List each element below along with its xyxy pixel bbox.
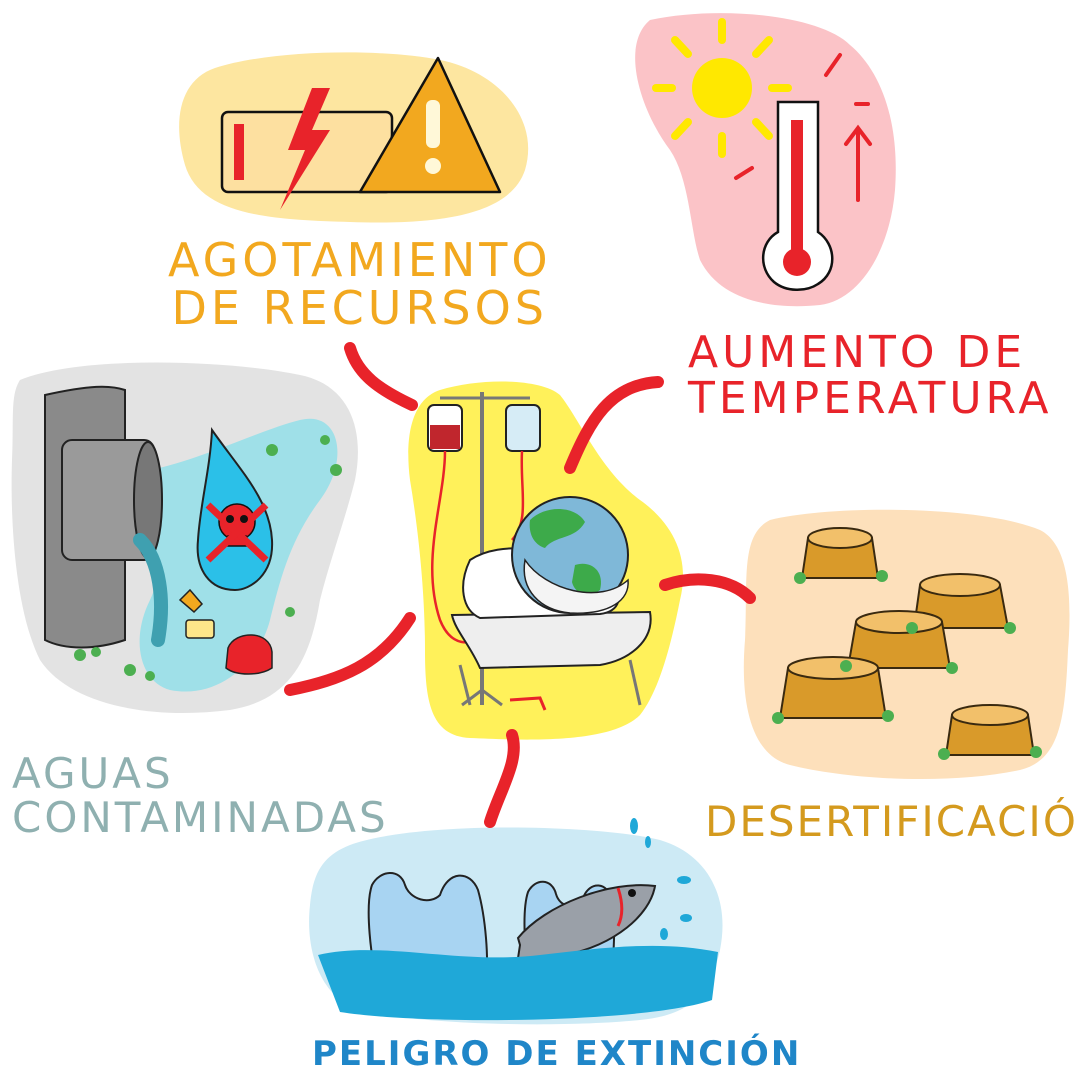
connector-aguas <box>284 612 416 696</box>
polluted-water-pipe-icon <box>44 385 342 692</box>
connector-desert <box>659 573 756 604</box>
label-line: AGOTAMIENTO <box>168 233 552 287</box>
tree-stumps-icon <box>772 527 1042 760</box>
fish-plastic-bags-icon <box>318 818 718 1021</box>
connector-agotamiento <box>344 342 418 411</box>
label-peligro-de-extincion: PELIGRO DE EXTINCIÓN <box>312 1034 802 1074</box>
connector-aumento <box>564 376 664 474</box>
label-line: AGUAS <box>12 749 174 798</box>
label-line: PELIGRO DE EXTINCIÓN <box>312 1034 802 1074</box>
label-desertificacion: DESERTIFICACIÓN <box>705 797 1075 846</box>
label-line: CONTAMINADAS <box>12 793 389 843</box>
connector-peligro <box>484 729 520 828</box>
label-line: AUMENTO DE <box>688 327 1027 378</box>
label-line: TEMPERATURA <box>688 373 1053 425</box>
connectors <box>284 342 756 828</box>
sick-earth-in-hospital-bed-icon <box>427 392 652 711</box>
battery-low-warning-icon <box>220 56 502 210</box>
label-line: DE RECURSOS <box>171 281 549 336</box>
label-line: DESERTIFICACIÓN <box>705 797 1075 846</box>
sun-thermometer-icon <box>652 18 872 291</box>
